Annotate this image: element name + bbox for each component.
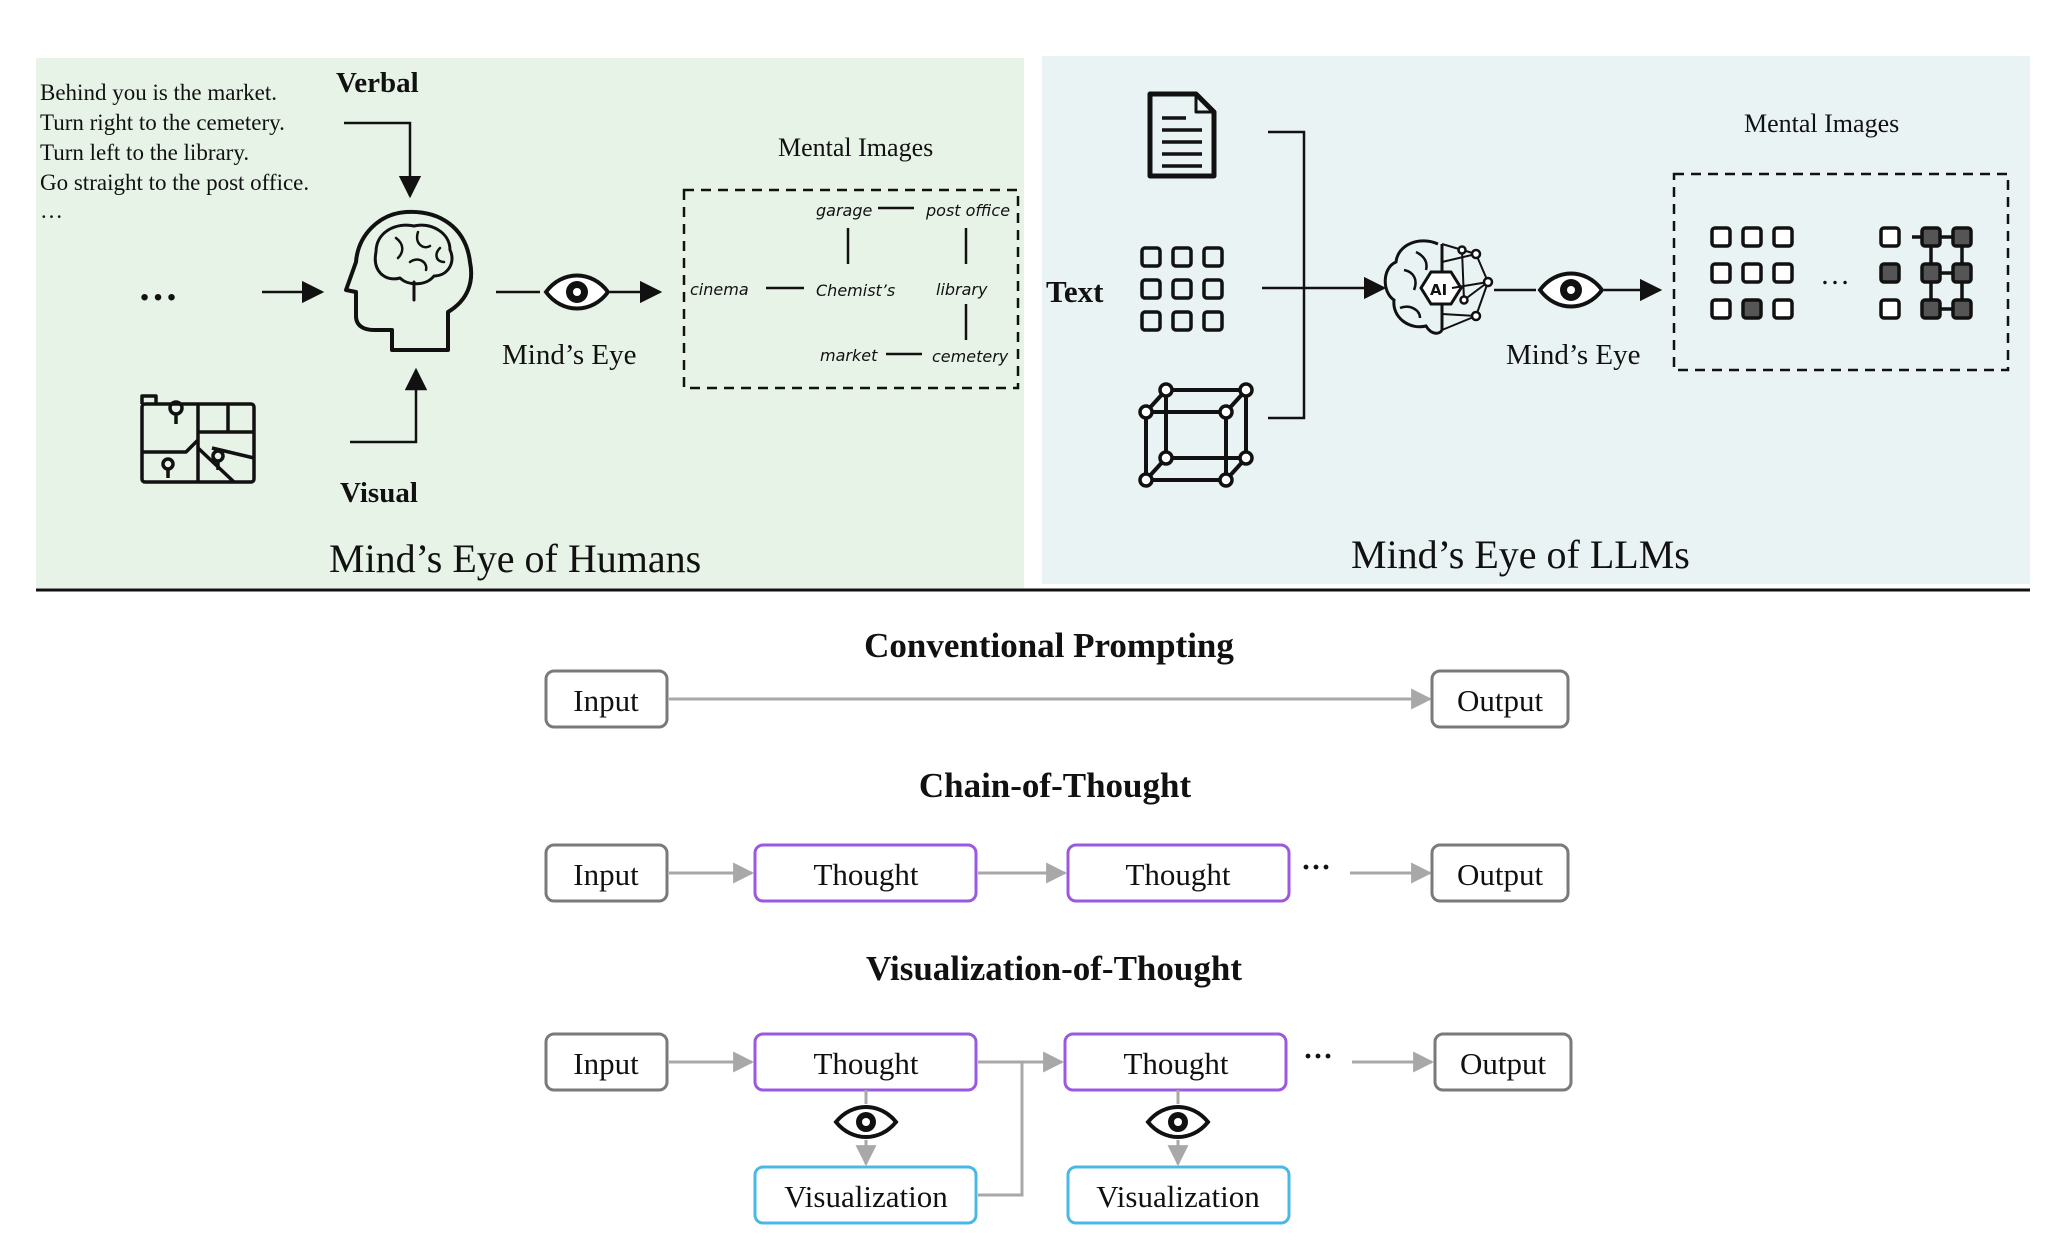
ai-brain-icon (1383, 239, 1494, 335)
map-word-market: market (820, 346, 878, 365)
conventional-output-box (1430, 669, 1570, 729)
conventional-input-box (544, 669, 669, 729)
llms-caption: Mind’s Eye of LLMs (1351, 532, 1690, 577)
llms-mental-images-box (1672, 172, 2010, 372)
cot-thought-box-2 (1066, 843, 1291, 903)
map-icon (140, 394, 256, 484)
cot-input-box (544, 843, 669, 903)
verbal-line: Go straight to the post office. (40, 170, 309, 195)
vot-thought-box-2 (1063, 1032, 1288, 1092)
humans-mental-images-box (682, 188, 1020, 390)
inputs-bracket (1268, 130, 1306, 420)
vot-output-label: Output (1460, 1046, 1547, 1081)
verbal-text-block: Behind you is the market. Turn right to … (40, 80, 309, 223)
eye-icon (543, 273, 611, 311)
eye-icon (1537, 271, 1605, 309)
mental-grid-1 (1710, 226, 1794, 320)
conventional-output-label: Output (1457, 683, 1544, 718)
vot-thought-label-1: Thought (813, 1046, 918, 1081)
vot-visualization-feedback (978, 1062, 1024, 1197)
verbal-arrow (344, 121, 422, 199)
cot-thought-label-1: Thought (813, 857, 918, 892)
eye-icon (833, 1105, 899, 1139)
verbal-line: … (40, 198, 63, 223)
vot-output-box (1433, 1032, 1573, 1092)
document-icon (1147, 91, 1217, 179)
map-word-cinema: cinema (690, 280, 749, 299)
conventional-title: Conventional Prompting (864, 626, 1234, 665)
vot-visualization-box-1 (753, 1165, 978, 1225)
llms-mental-ellipsis: … (1820, 258, 1850, 291)
llms-panel (1042, 56, 2030, 584)
cot-title: Chain-of-Thought (919, 766, 1192, 805)
cot-thought-box-1 (753, 843, 978, 903)
vot-ellipsis: ··· (1303, 1040, 1333, 1073)
humans-left-ellipsis: … (138, 264, 178, 309)
vot-input-box (544, 1032, 669, 1092)
verbal-line: Turn left to the library. (40, 140, 249, 165)
mental-map: garage post office cinema Chemist’s libr… (690, 201, 1010, 366)
mental-grid-2 (1879, 226, 1973, 320)
visual-arrow (350, 367, 428, 444)
map-word-garage: garage (816, 201, 873, 220)
verbal-line: Turn right to the cemetery. (40, 110, 285, 135)
llms-text-label: Text (1046, 274, 1104, 309)
cot-thought-label-2: Thought (1125, 857, 1230, 892)
cot-input-label: Input (573, 857, 639, 892)
eye-icon (1145, 1105, 1211, 1139)
verbal-label: Verbal (336, 67, 419, 99)
vot-visualization-label-1: Visualization (784, 1179, 948, 1214)
llms-mental-images-label: Mental Images (1744, 109, 1899, 138)
vot-visualization-label-2: Visualization (1096, 1179, 1260, 1214)
verbal-line: Behind you is the market. (40, 80, 277, 105)
vot-visualization-box-2 (1066, 1165, 1291, 1225)
map-word-post-office: post office (925, 201, 1010, 220)
humans-panel (36, 58, 1024, 588)
cube-icon (1138, 382, 1254, 488)
cot-ellipsis: ··· (1301, 851, 1331, 884)
visual-label: Visual (340, 477, 418, 509)
map-word-cemetery: cemetery (932, 347, 1009, 366)
map-word-library: library (936, 280, 988, 299)
vot-thought-label-2: Thought (1123, 1046, 1228, 1081)
llms-minds-eye-label: Mind’s Eye (1506, 339, 1641, 371)
conventional-input-label: Input (573, 683, 639, 718)
humans-caption: Mind’s Eye of Humans (329, 536, 701, 581)
humans-minds-eye-label: Mind’s Eye (502, 339, 637, 371)
grid-icon (1140, 246, 1224, 332)
cot-output-box (1430, 843, 1570, 903)
ai-badge: AI (1430, 281, 1447, 299)
vot-input-label: Input (573, 1046, 639, 1081)
head-brain-icon (344, 209, 474, 352)
humans-mental-images-label: Mental Images (778, 133, 933, 162)
vot-title: Visualization-of-Thought (866, 949, 1242, 988)
map-word-chemists: Chemist’s (816, 281, 895, 300)
cot-output-label: Output (1457, 857, 1544, 892)
